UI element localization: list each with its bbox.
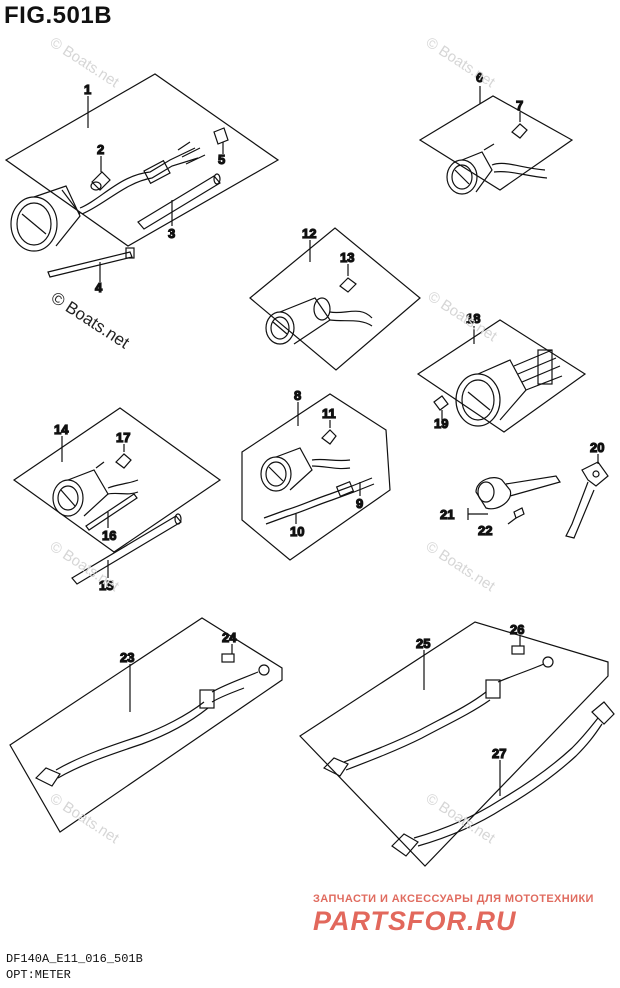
callout-24: 24 [222, 630, 237, 645]
callout-21: 21 [440, 507, 454, 522]
clip-26[interactable] [511, 636, 525, 655]
group-25-kit [299, 621, 615, 867]
brand-subtitle: ЗАПЧАСТИ И АКСЕССУАРЫ ДЛЯ МОТОТЕХНИКИ [313, 893, 594, 905]
callout-20: 20 [590, 440, 604, 455]
bulb-2[interactable] [90, 156, 111, 191]
tube-3[interactable] [137, 173, 221, 230]
callout-11: 11 [322, 406, 336, 421]
bulb-17[interactable] [115, 444, 132, 469]
gauge-8[interactable] [260, 447, 351, 492]
harness-10[interactable] [263, 477, 375, 525]
harness-27[interactable] [391, 701, 615, 857]
brand-logo[interactable]: PARTSFOR.RU [313, 906, 517, 936]
callout-3: 3 [168, 226, 175, 241]
harness-25[interactable] [322, 656, 554, 777]
section-label: OPT:METER [6, 968, 71, 982]
callout-7: 7 [516, 98, 523, 113]
figure-title: FIG.501B [4, 2, 113, 29]
group-18-kit [416, 319, 587, 433]
callout-17: 17 [116, 430, 130, 445]
group-6-kit [418, 86, 574, 195]
terminal-5[interactable] [213, 127, 229, 154]
group-1-kit [4, 73, 280, 282]
callout-2: 2 [97, 142, 104, 157]
callout-15: 15 [99, 578, 113, 593]
screw-22[interactable] [507, 507, 525, 525]
callout-1: 1 [84, 82, 91, 97]
bracket-20[interactable] [565, 454, 609, 539]
callout-8: 8 [294, 388, 301, 403]
bracket-21[interactable] [467, 475, 561, 520]
callout-13: 13 [340, 250, 354, 265]
harness-23[interactable] [34, 664, 270, 787]
bulb-11[interactable] [321, 420, 337, 445]
callout-27: 27 [492, 746, 506, 761]
callout-9: 9 [356, 496, 363, 511]
group-14-kit [12, 407, 222, 585]
gauge-18[interactable] [455, 349, 563, 427]
callout-4: 4 [95, 280, 103, 295]
callout-23: 23 [120, 650, 134, 665]
callout-6: 6 [476, 70, 483, 85]
cable-tie-16[interactable] [85, 493, 138, 531]
model-code: DF140A_E11_016_501B [6, 952, 143, 966]
bulb-19[interactable] [433, 395, 449, 420]
callout-5: 5 [218, 152, 225, 167]
gauge-12[interactable] [265, 297, 373, 345]
callout-12: 12 [302, 226, 316, 241]
gauge-14[interactable] [52, 461, 139, 517]
tube-15[interactable] [71, 513, 182, 585]
bulb-7[interactable] [511, 112, 528, 139]
cable-tie-4[interactable] [47, 247, 135, 282]
callout-10: 10 [290, 524, 304, 539]
gauge-6[interactable] [446, 143, 548, 195]
callout-26: 26 [510, 622, 524, 637]
callout-18: 18 [466, 311, 480, 326]
group-8-kit [241, 393, 391, 561]
group-23-kit [9, 617, 283, 833]
gauge-1[interactable] [10, 141, 206, 252]
clip-24[interactable] [221, 644, 235, 663]
callout-19: 19 [434, 416, 448, 431]
callout-22: 22 [478, 523, 492, 538]
callout-16: 16 [102, 528, 116, 543]
group-12-kit [249, 227, 421, 371]
callout-25: 25 [416, 636, 430, 651]
bulb-13[interactable] [339, 264, 357, 293]
callout-14: 14 [54, 422, 69, 437]
